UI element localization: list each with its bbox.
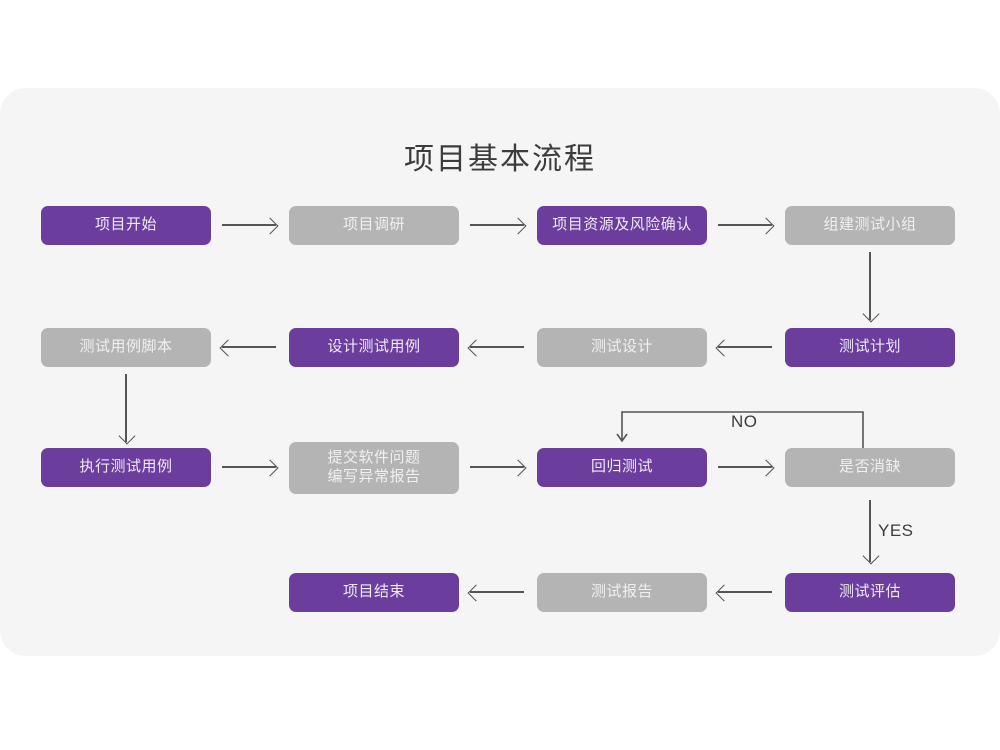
node-project-research[interactable]: 项目调研 <box>289 206 459 245</box>
node-resource-risk-confirm[interactable]: 项目资源及风险确认 <box>537 206 707 245</box>
node-label-line-1: 提交软件问题 <box>327 449 421 467</box>
arrow-shaft <box>125 374 127 442</box>
node-submit-defect-report[interactable]: 提交软件问题 编写异常报告 <box>289 442 459 494</box>
arrow-shaft <box>470 346 524 348</box>
node-execute-testcase[interactable]: 执行测试用例 <box>41 448 211 487</box>
node-testcase-script[interactable]: 测试用例脚本 <box>41 328 211 367</box>
arrow-head <box>757 459 775 477</box>
arrow-evaluation-to-testreport <box>715 584 772 602</box>
node-project-end[interactable]: 项目结束 <box>289 573 459 612</box>
arrow-start-to-research <box>222 217 279 235</box>
arrow-shaft <box>222 346 276 348</box>
arrow-shaft <box>470 466 524 468</box>
arrow-decision-to-evaluation <box>862 500 879 565</box>
page-title: 项目基本流程 <box>404 143 596 176</box>
arrow-head <box>467 339 485 357</box>
arrow-shaft <box>718 346 772 348</box>
arrow-head <box>219 339 237 357</box>
arrow-shaft <box>470 224 524 226</box>
arrow-shaft <box>869 500 871 562</box>
arrow-team-to-test-plan <box>862 252 879 323</box>
arrow-research-to-resources <box>470 217 527 235</box>
arrow-execute-to-report <box>222 459 279 477</box>
arrow-shaft <box>222 224 276 226</box>
arrow-regression-to-decision <box>718 459 775 477</box>
arrow-head <box>862 305 879 323</box>
node-project-start[interactable]: 项目开始 <box>41 206 211 245</box>
arrow-head <box>118 427 135 445</box>
arrow-head <box>715 584 733 602</box>
arrow-head <box>509 459 527 477</box>
node-regression-test[interactable]: 回归测试 <box>537 448 707 487</box>
arrow-head <box>261 217 279 235</box>
arrow-report-to-regression <box>470 459 527 477</box>
arrow-head <box>862 547 879 565</box>
arrow-head <box>467 584 485 602</box>
node-build-test-team[interactable]: 组建测试小组 <box>785 206 955 245</box>
arrow-shaft <box>869 252 871 320</box>
node-test-evaluation[interactable]: 测试评估 <box>785 573 955 612</box>
arrow-head <box>715 339 733 357</box>
arrow-head <box>757 217 775 235</box>
arrow-shaft <box>718 591 772 593</box>
node-test-design[interactable]: 测试设计 <box>537 328 707 367</box>
arrow-testplan-to-testdesign <box>715 339 772 357</box>
node-test-plan[interactable]: 测试计划 <box>785 328 955 367</box>
node-label-line-2: 编写异常报告 <box>327 468 421 485</box>
arrow-shaft <box>470 591 524 593</box>
arrow-head <box>509 217 527 235</box>
node-defect-cleared-decision[interactable]: 是否消缺 <box>785 448 955 487</box>
edge-label-no: NO <box>731 412 758 431</box>
arrow-testdesign-to-designcase <box>467 339 524 357</box>
diagram-panel <box>0 88 1000 656</box>
arrow-testreport-to-projectend <box>467 584 524 602</box>
arrow-shaft <box>222 466 276 468</box>
arrow-shaft <box>718 224 772 226</box>
arrow-shaft <box>718 466 772 468</box>
arrow-head <box>261 459 279 477</box>
node-design-testcase[interactable]: 设计测试用例 <box>289 328 459 367</box>
node-test-report[interactable]: 测试报告 <box>537 573 707 612</box>
arrow-resources-to-team <box>718 217 775 235</box>
arrow-design-to-script <box>219 339 276 357</box>
edge-label-yes: YES <box>878 521 914 540</box>
arrow-script-to-execute <box>118 374 135 445</box>
